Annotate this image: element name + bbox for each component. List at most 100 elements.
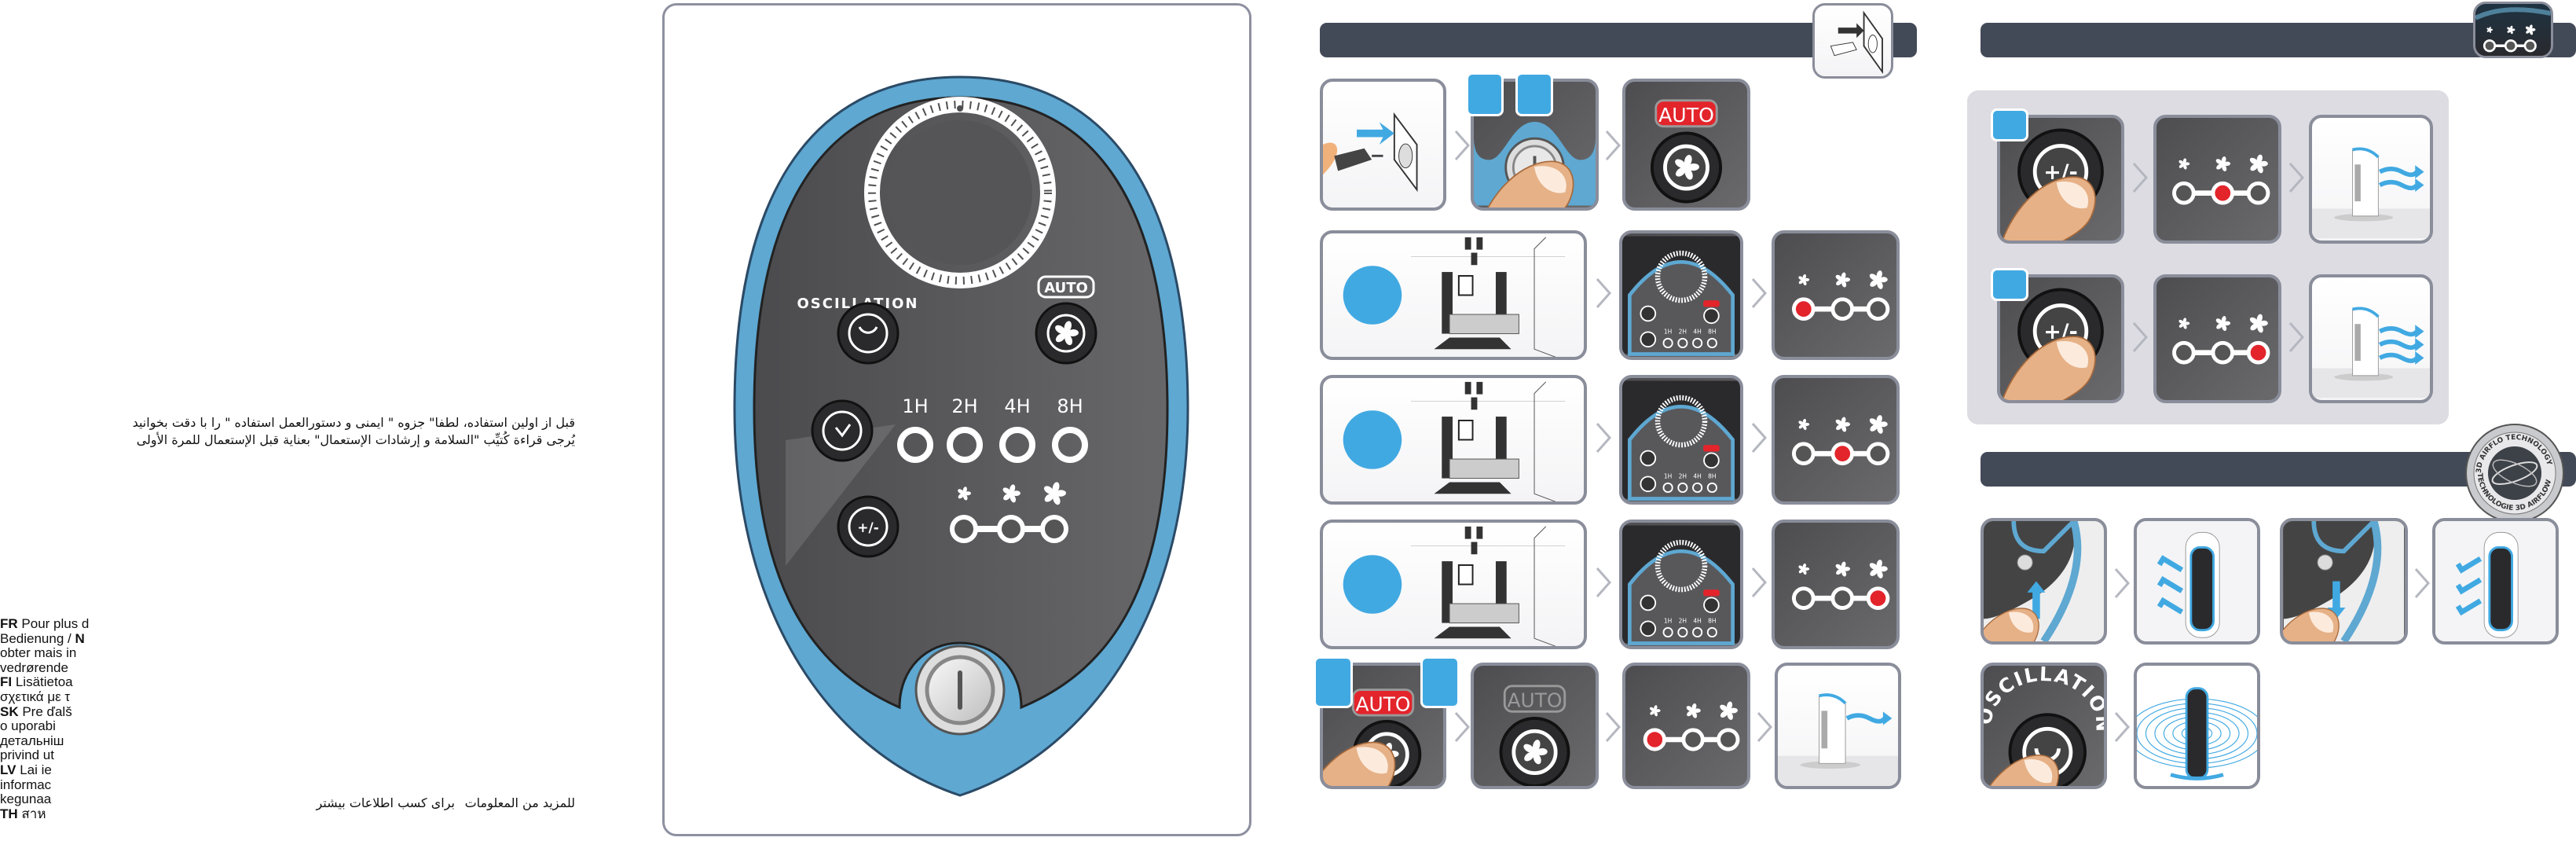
speed-led-3 xyxy=(2246,181,2270,205)
chevron-right-icon xyxy=(1751,567,1768,597)
speed-indicator-cell xyxy=(2153,274,2281,403)
finger-icon xyxy=(1989,755,2059,786)
airflow-arrow-icon xyxy=(2156,576,2184,593)
timer-led xyxy=(947,427,983,463)
room-size-step xyxy=(1320,520,1587,649)
tower-fan-icon xyxy=(2352,307,2380,376)
speed-led-2 xyxy=(1830,442,1855,466)
language-code: LV xyxy=(0,762,16,777)
language-code: FR xyxy=(0,616,18,631)
timer-label: 1H xyxy=(1664,472,1672,479)
language-text: kegunaa xyxy=(0,791,52,807)
clock-icon xyxy=(834,424,852,438)
fan-icon xyxy=(2486,27,2494,33)
plug-into-socket-icon xyxy=(1830,10,1883,75)
fan-icon xyxy=(1523,740,1548,765)
oscillation-arrow-icon xyxy=(2170,773,2224,780)
fan-icon xyxy=(1869,270,1888,289)
chevron-right-icon xyxy=(2132,322,2149,352)
speed-led-3 xyxy=(2246,340,2270,365)
timer-label: 8H xyxy=(1708,472,1716,479)
step-number-badge xyxy=(1314,656,1353,708)
oscillation-button[interactable] xyxy=(837,302,900,365)
speed-led-3 xyxy=(1866,297,1890,321)
arrow-up-icon xyxy=(2027,581,2046,619)
language-line: Bedienung / N xyxy=(0,631,89,647)
chevron-right-icon xyxy=(2132,163,2149,193)
airflow-arrow-icon xyxy=(2378,178,2424,192)
fan-icon xyxy=(1055,321,1079,346)
speed-indicator-cell xyxy=(1772,520,1900,649)
airflow-arrow-icon xyxy=(2378,338,2424,351)
chevron-right-icon xyxy=(1757,712,1773,742)
speed-led-3 xyxy=(1717,728,1740,751)
chevron-right-icon xyxy=(1596,567,1612,597)
chevron-right-icon xyxy=(2114,712,2131,742)
speed-indicator xyxy=(950,482,1068,543)
timer-label: 8H xyxy=(1057,395,1083,417)
auto-fan-button[interactable] xyxy=(1035,302,1097,365)
chevron-right-icon xyxy=(1751,423,1768,453)
3d-airflow-badge: 3D AIRFLO TECHNOLOGY TECHNOLOGIE 3D AIRF… xyxy=(2465,424,2564,523)
timer-button[interactable] xyxy=(811,399,874,462)
timer-label: 2H xyxy=(1679,328,1687,335)
speed-led-3 xyxy=(1866,586,1890,611)
language-line: kegunaa xyxy=(0,791,89,807)
speed-led-2 xyxy=(2211,340,2235,365)
tower-fan-icon xyxy=(2185,687,2209,780)
fan-icon xyxy=(2178,158,2190,170)
fan-speed-icon-box xyxy=(2473,2,2553,58)
chevron-right-icon xyxy=(1605,130,1621,160)
language-line: σχετικά με τ xyxy=(0,689,89,705)
step-press-oscillation: OSCILLATION xyxy=(1981,663,2107,789)
finger-icon xyxy=(1487,160,1574,207)
timer-led xyxy=(1052,427,1088,463)
chevron-right-icon xyxy=(2288,163,2305,193)
speed-led-1 xyxy=(1791,297,1816,321)
power-button[interactable] xyxy=(914,645,1006,736)
airflow-arrow-icon xyxy=(2378,351,2424,365)
chevron-right-icon xyxy=(1751,278,1768,308)
timer-label: 1H xyxy=(1664,328,1672,335)
oscillation-label: OSCILLATION xyxy=(797,296,919,312)
speed-led-2 xyxy=(2211,181,2235,205)
fan-icon xyxy=(958,487,971,501)
timer-label: 4H xyxy=(1693,617,1701,624)
airflow-arrow-icon xyxy=(2378,325,2424,339)
language-line: SK Pre ďalš xyxy=(0,704,89,720)
step-tilt-up xyxy=(1981,518,2107,645)
speed-led-2 xyxy=(1830,297,1855,321)
language-text: Lai ie xyxy=(16,762,52,777)
timer-label: 1H xyxy=(1664,617,1672,624)
finger-icon xyxy=(2001,336,2096,400)
timer-label: 8H xyxy=(1708,328,1716,335)
speed-led-1 xyxy=(2172,340,2196,365)
language-text: Lisätietoa xyxy=(12,674,73,690)
oscillation-icon xyxy=(858,326,878,334)
language-line: FI Lisätietoa xyxy=(0,675,89,690)
finger-icon xyxy=(1323,741,1396,786)
auto-label: AUTO xyxy=(1508,689,1563,712)
speed-indicator-cell xyxy=(2153,115,2281,244)
timer-led xyxy=(897,427,933,463)
language-line: obter mais in xyxy=(0,645,89,661)
chevron-right-icon xyxy=(1454,712,1471,742)
airflow-arrow-icon xyxy=(2156,555,2184,573)
timer-label: 2H xyxy=(1679,617,1687,624)
tower-fan-icon xyxy=(2483,531,2519,638)
speed-led-1 xyxy=(2172,181,2196,205)
language-text: obter mais in xyxy=(0,645,77,661)
timer-label: 4H xyxy=(1693,472,1701,479)
speed-button[interactable]: +/- xyxy=(837,495,900,558)
speed-led-3 xyxy=(1866,442,1890,466)
timer-label: 2H xyxy=(951,395,977,417)
display-ring xyxy=(864,97,1056,288)
finger-icon xyxy=(2001,176,2096,241)
fan-icon xyxy=(1649,705,1661,717)
language-line: TH สาห xyxy=(0,806,89,822)
step-number-badge xyxy=(1420,656,1460,708)
